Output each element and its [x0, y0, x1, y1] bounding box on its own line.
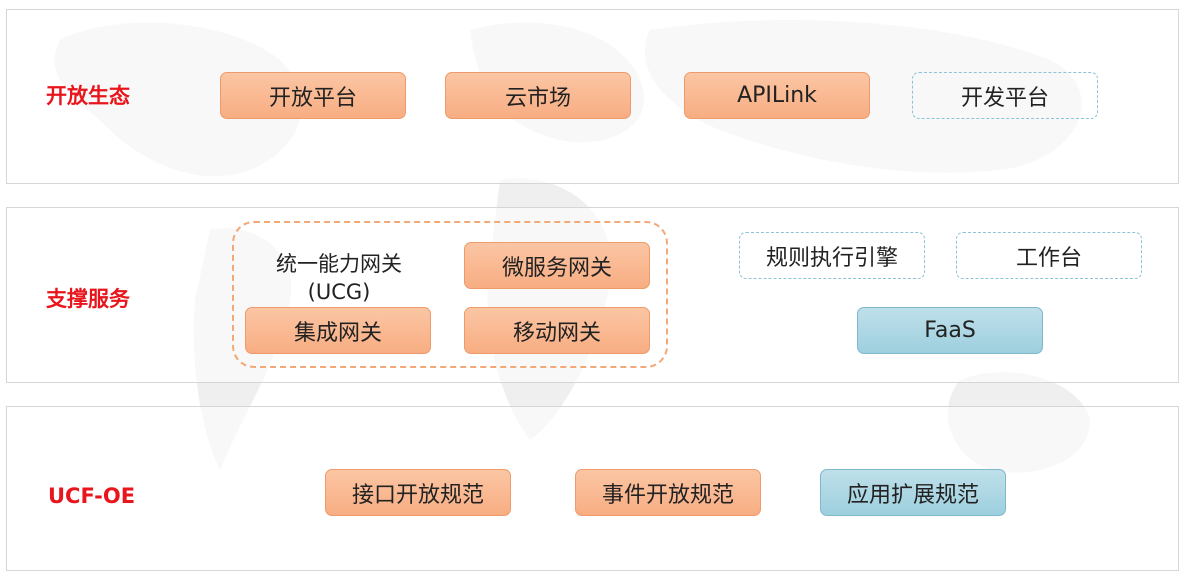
open-platform-box[interactable]: 开放平台	[220, 72, 406, 119]
gateway-group	[232, 221, 668, 368]
apilink-box[interactable]: APILink	[684, 72, 870, 119]
mobile-gateway-box[interactable]: 移动网关	[464, 307, 650, 354]
faas-box[interactable]: FaaS	[857, 307, 1043, 354]
layer-title-ucf-oe: UCF-OE	[48, 484, 136, 508]
dev-platform-box[interactable]: 开发平台	[912, 72, 1098, 119]
cloud-market-box[interactable]: 云市场	[445, 72, 631, 119]
event-spec-box[interactable]: 事件开放规范	[575, 469, 761, 516]
interface-spec-box[interactable]: 接口开放规范	[325, 469, 511, 516]
ucg-label-line1: 统一能力网关	[276, 252, 402, 276]
layer-open-ecosystem	[6, 9, 1179, 184]
integration-gateway-box[interactable]: 集成网关	[245, 307, 431, 354]
rule-engine-box[interactable]: 规则执行引擎	[739, 232, 925, 279]
layer-title-open-ecosystem: 开放生态	[46, 84, 130, 108]
ucg-label-line2: (UCG)	[307, 280, 371, 304]
ucg-label: 统一能力网关 (UCG)	[246, 250, 432, 306]
microservice-gateway-box[interactable]: 微服务网关	[464, 242, 650, 289]
workbench-box[interactable]: 工作台	[956, 232, 1142, 279]
layer-title-support-services: 支撑服务	[46, 287, 130, 311]
app-extension-spec-box[interactable]: 应用扩展规范	[820, 469, 1006, 516]
